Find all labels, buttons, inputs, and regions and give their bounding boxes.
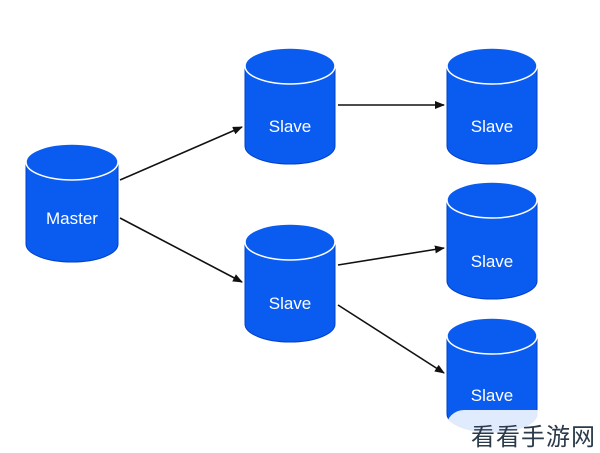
slave-5-cylinder-top	[446, 317, 538, 355]
slave-node-1: Slave	[244, 47, 336, 165]
slave-2-cylinder-top	[244, 223, 336, 261]
slave-3-cylinder-top	[446, 47, 538, 85]
watermark-background	[446, 410, 600, 453]
slave-5-label: Slave	[471, 386, 514, 405]
slave-4-cylinder-body	[446, 199, 538, 300]
slave-node-5: Slave	[446, 317, 538, 433]
slave-1-cylinder-top	[244, 47, 336, 85]
edges-layer	[119, 101, 445, 374]
watermark-text: 看看手游网	[471, 423, 596, 451]
edge-master-to-slave-2	[119, 217, 243, 283]
slave-2-cylinder-body	[244, 241, 336, 343]
slave-3-cylinder-body	[446, 65, 538, 165]
master-label: Master	[46, 209, 98, 228]
edge-master-to-slave-1	[119, 126, 243, 181]
slave-4-label: Slave	[471, 252, 514, 271]
slave-1-label: Slave	[269, 117, 312, 136]
slave-1-cylinder-body	[244, 65, 336, 165]
edge-slave-2-to-slave-5	[337, 304, 445, 374]
slave-node-2: Slave	[244, 223, 336, 343]
slave-4-cylinder-top	[446, 181, 538, 219]
edge-slave-2-to-slave-4	[337, 245, 445, 266]
slave-node-4: Slave	[446, 181, 538, 300]
slave-node-3: Slave	[446, 47, 538, 165]
master-cylinder-top	[25, 143, 119, 181]
slave-3-label: Slave	[471, 117, 514, 136]
master-node: Master	[25, 143, 119, 263]
master-cylinder-body	[25, 161, 119, 263]
slave-2-label: Slave	[269, 294, 312, 313]
